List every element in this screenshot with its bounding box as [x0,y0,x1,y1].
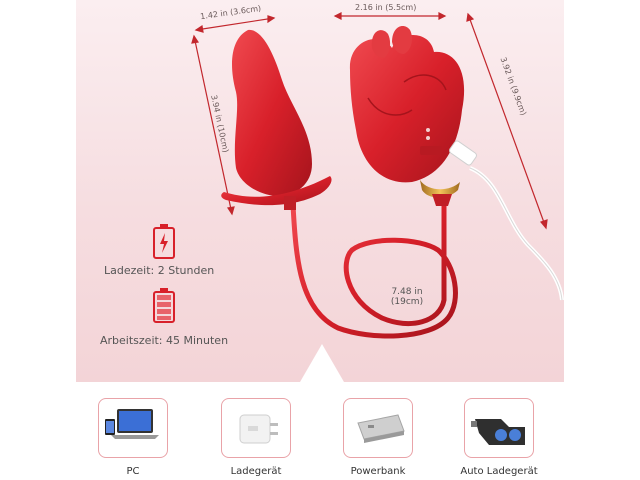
rose-width-label: 2.16 in (5.5cm) [355,3,417,12]
work-time-label: Arbeitszeit: 45 Minuten [100,334,229,347]
battery-charging-icon [153,224,175,259]
plug-device [221,29,332,210]
powerbank-option-label: Powerbank [350,466,406,477]
dimension-arrows [191,12,548,230]
cable-length-in: 7.48 in [391,287,423,297]
chevron-notch [300,344,344,382]
usb-cable [469,166,564,301]
car-charger-option-label: Auto Ladegerät [460,466,538,477]
pc-option-label: PC [126,466,140,477]
wall-charger-option-card [221,398,291,458]
wall-charger-icon [239,414,278,444]
powerbank-option-card [343,398,413,458]
charge-time-label: Ladezeit: 2 Stunden [104,264,215,277]
connecting-cable [290,200,458,339]
laptop-icon [105,409,159,439]
rose-device [349,26,477,206]
cable-length-cm: (19cm) [390,297,424,307]
car-charger-icon [471,419,525,445]
cable-length-label: 7.48 in (19cm) [382,287,432,307]
powerbank-icon [357,414,405,443]
battery-full-icon [153,288,175,323]
car-charger-option-card [464,398,534,458]
wall-charger-option-label: Ladegerät [230,466,282,477]
usb-cable-outline [469,167,563,301]
pc-option-card [98,398,168,458]
